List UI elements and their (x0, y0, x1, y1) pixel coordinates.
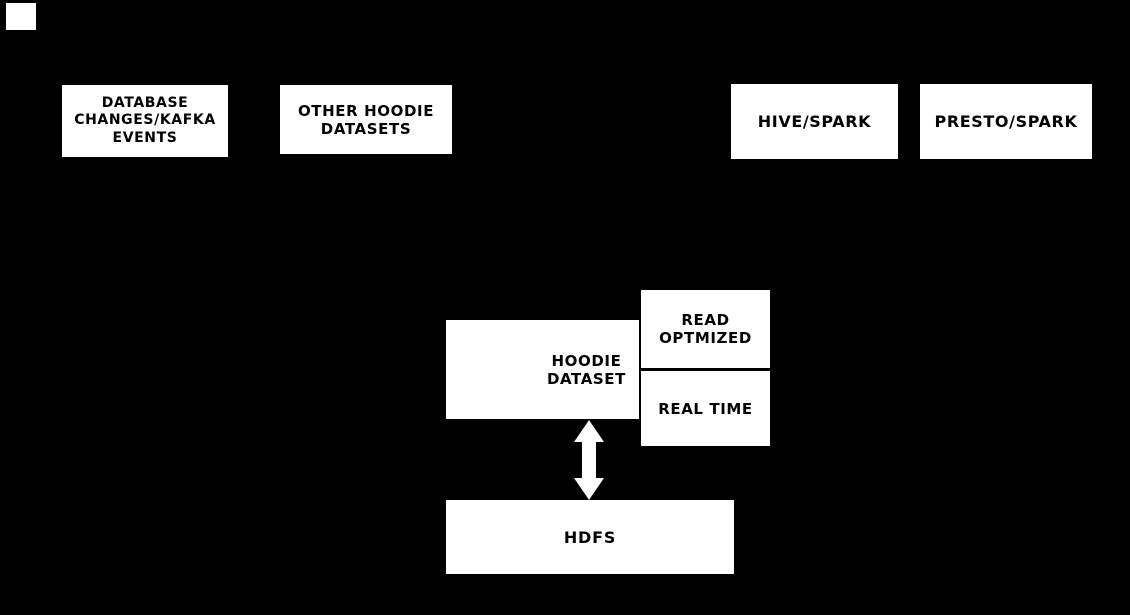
node-label: HDFS (563, 527, 617, 547)
node-hive-spark: HIVE/SPARK (731, 84, 898, 159)
node-label: PRESTO/SPARK (934, 112, 1078, 131)
node-real-time-view: REAL TIME (641, 371, 770, 446)
node-label: DATABASE (101, 94, 189, 111)
node-label: DATASETS (320, 119, 412, 138)
node-database-changes-kafka-events: DATABASE CHANGES/KAFKA EVENTS (62, 85, 228, 157)
bidirectional-arrow-icon (574, 420, 604, 500)
node-label: DATASET (546, 369, 626, 388)
node-hdfs: HDFS (446, 500, 734, 574)
node-presto-spark: PRESTO/SPARK (920, 84, 1092, 159)
node-label: OPTMIZED (659, 329, 752, 347)
node-label: HOODIE (551, 351, 622, 370)
corner-square (6, 3, 36, 30)
node-hoodie-dataset: HOODIE DATASET (446, 320, 639, 419)
node-label: OTHER HOODIE (297, 101, 435, 120)
node-other-hoodie-datasets: OTHER HOODIE DATASETS (280, 85, 452, 154)
node-label: CHANGES/KAFKA (74, 112, 216, 129)
node-label: READ (681, 311, 730, 329)
node-label: REAL TIME (658, 399, 753, 418)
node-label: HIVE/SPARK (757, 112, 872, 131)
node-read-optimized-view: READ OPTMIZED (641, 290, 770, 368)
node-label: EVENTS (112, 129, 178, 146)
